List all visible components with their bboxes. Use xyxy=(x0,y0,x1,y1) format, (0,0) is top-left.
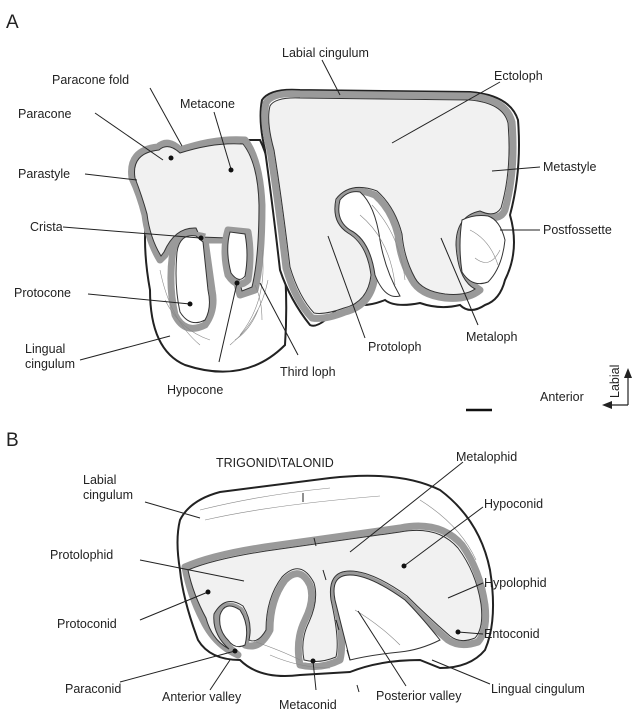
label-metaloph: Metaloph xyxy=(466,330,517,344)
label-paracone-fold: Paracone fold xyxy=(52,73,129,87)
label-protoloph: Protoloph xyxy=(368,340,422,354)
label-trigonid-talonid: TRIGONID\TALONID xyxy=(216,456,334,470)
label-metalophid: Metalophid xyxy=(456,450,517,464)
orientation-compass: Labial Anterior xyxy=(540,365,632,409)
label-lingual-cingulum-b: Lingual cingulum xyxy=(491,682,585,696)
label-anterior-valley: Anterior valley xyxy=(162,690,242,704)
label-metacone: Metacone xyxy=(180,97,235,111)
label-paracone: Paracone xyxy=(18,107,72,121)
label-metastyle: Metastyle xyxy=(543,160,597,174)
label-hypocone: Hypocone xyxy=(167,383,223,397)
label-metaconid: Metaconid xyxy=(279,698,337,712)
anterior-molar xyxy=(132,140,287,372)
panel-a-letter: A xyxy=(6,12,19,33)
label-protolophid: Protolophid xyxy=(50,548,113,562)
arrow-up-icon xyxy=(624,368,632,378)
label-ectoloph: Ectoloph xyxy=(494,69,543,83)
label-protocone: Protocone xyxy=(14,286,71,300)
label-anterior-direction: Anterior xyxy=(540,390,584,404)
label-hypolophid: Hypolophid xyxy=(484,576,547,590)
label-protoconid: Protoconid xyxy=(57,617,117,631)
label-parastyle: Parastyle xyxy=(18,167,70,181)
arrow-left-icon xyxy=(602,401,612,409)
label-labial-direction: Labial xyxy=(608,365,622,398)
label-labial-cingulum-a: Labial cingulum xyxy=(282,46,369,60)
label-third-loph: Third loph xyxy=(280,365,336,379)
label-entoconid: Entoconid xyxy=(484,627,540,641)
label-postfossette: Postfossette xyxy=(543,223,612,237)
label-paraconid: Paraconid xyxy=(65,682,121,696)
panel-b-letter: B xyxy=(6,430,19,451)
label-hypoconid: Hypoconid xyxy=(484,497,543,511)
lower-molar xyxy=(178,476,494,692)
posterior-molar xyxy=(261,90,519,326)
label-crista: Crista xyxy=(30,220,63,234)
label-posterior-valley: Posterior valley xyxy=(376,689,462,703)
